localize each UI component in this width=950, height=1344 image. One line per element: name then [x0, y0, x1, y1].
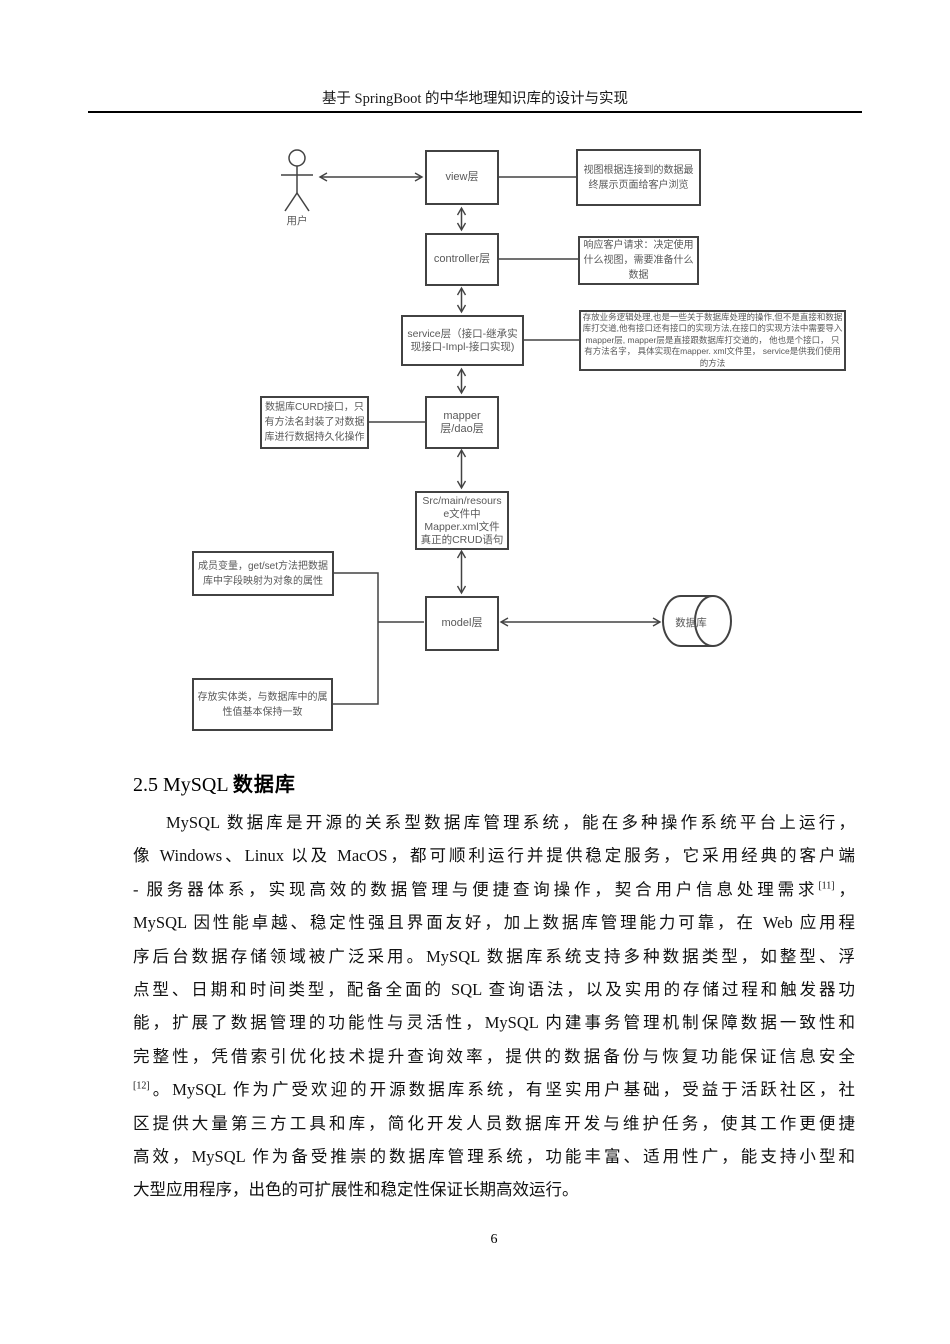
controller-layer-label: controller层	[433, 253, 491, 265]
view-annotation: 视图根据连接到的数据最终展示页面给客户浏览	[576, 149, 701, 206]
service-annotation: 存放业务逻辑处理,也是一些关于数据库处理的操作,但不是直接和数据库打交道,他有接…	[579, 310, 846, 371]
database-label: 数据库	[675, 617, 707, 629]
section-heading: 2.5 MySQL 数据库	[133, 768, 296, 797]
header-title: 基于 SpringBoot 的中华地理知识库的设计与实现	[321, 91, 629, 107]
view-layer-box: view层	[425, 150, 499, 205]
user-actor-label: 用户	[286, 215, 308, 227]
service-layer-box: service层（接口-继承实现接口-Impl-接口实现)	[401, 315, 524, 366]
section-heading-number: 2.5 MySQL	[133, 774, 228, 796]
controller-layer-box: controller层	[425, 233, 499, 286]
view-layer-label: view层	[445, 171, 479, 183]
model-layer-box: model层	[425, 596, 499, 651]
mvc-architecture-diagram: 用户 view层 视图根据连接到的数据最终展示页面给客户浏览 controlle…	[0, 130, 950, 758]
mapper-annotation: 数据库CURD接口，只有方法名封装了对数据库进行数据持久化操作	[260, 396, 369, 449]
page-number: 6	[490, 1232, 498, 1247]
section-heading-text: 数据库	[232, 774, 296, 796]
model-entity-annotation: 存放实体类，与数据库中的属性值基本保持一致	[192, 678, 333, 731]
model-layer-label: model层	[441, 617, 483, 629]
database-cylinder	[662, 595, 732, 647]
model-member-annotation: 成员变量，get/set方法把数据库中字段映射为对象的属性	[192, 551, 334, 596]
controller-annotation: 响应客户请求：决定使用什么视图，需要准备什么数据	[578, 236, 699, 285]
body-paragraph: MySQL 数据库是开源的关系型数据库管理系统，能在多种操作系统平台上运行，像 …	[133, 813, 855, 1200]
flow-arrows	[281, 149, 732, 705]
user-actor-icon	[281, 149, 313, 212]
header-rule	[88, 111, 862, 113]
connector-model-notes	[332, 572, 424, 705]
